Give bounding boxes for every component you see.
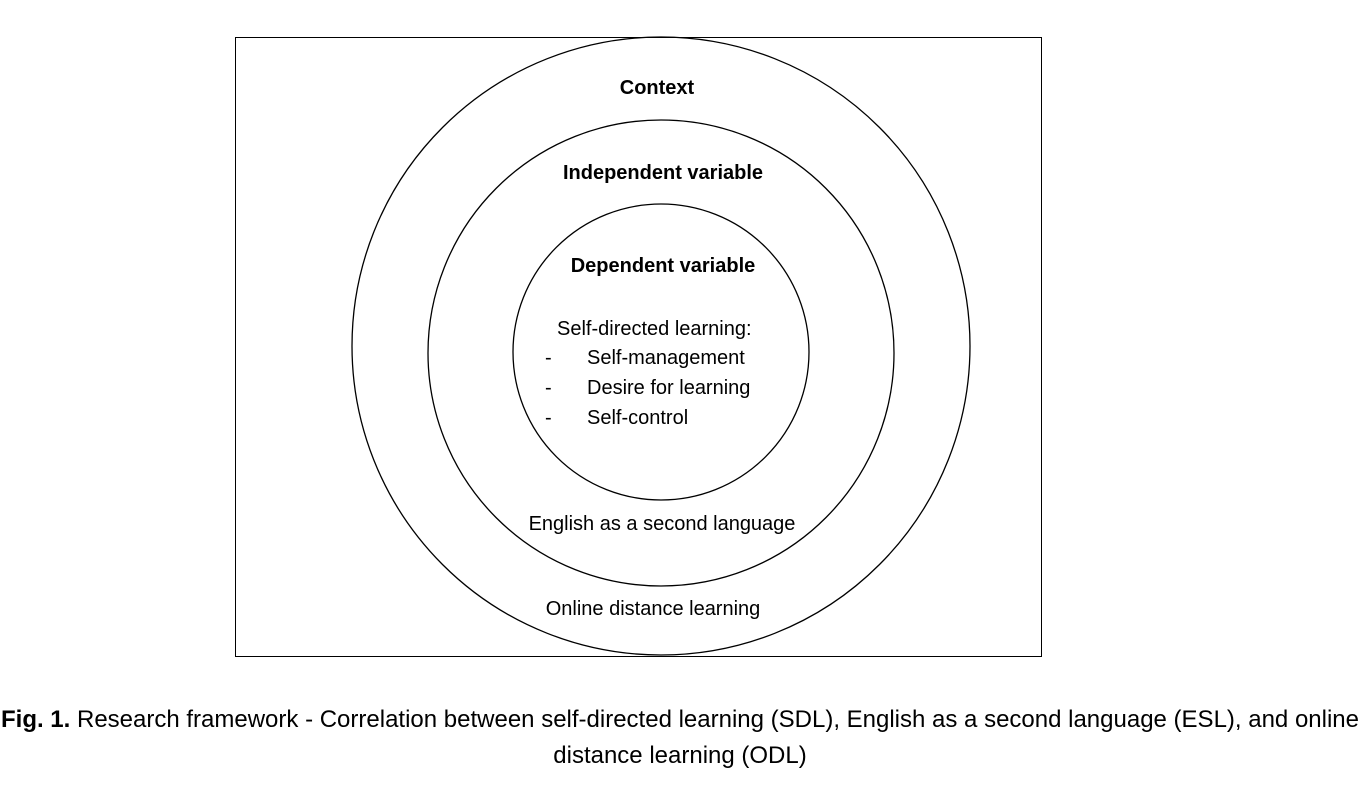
bullet-dash: - <box>545 377 552 399</box>
outer-circle <box>351 36 971 656</box>
caption-label: Fig. 1. <box>0 706 71 733</box>
list-item-text: Desire for learning <box>587 377 751 399</box>
list-item: - Self-management <box>545 343 750 373</box>
figure-caption: Fig. 1. Research framework - Correlation… <box>0 702 1360 774</box>
bullet-dash: - <box>545 407 552 429</box>
dependent-variable-heading: Dependent variable <box>570 255 756 277</box>
middle-circle <box>427 119 895 587</box>
sdl-list: - Self-management - Desire for learning - S… <box>545 343 750 433</box>
list-item-text: Self-control <box>587 407 689 429</box>
sdl-intro: Self-directed learning: <box>557 318 752 340</box>
odl-label: Online distance learning <box>545 598 761 620</box>
list-item-text: Self-management <box>587 347 745 369</box>
esl-label: English as a second language <box>528 513 796 535</box>
caption-text: Research framework - Correlation between… <box>70 706 1360 769</box>
inner-circle <box>512 203 810 501</box>
bullet-dash: - <box>545 347 552 369</box>
independent-variable-heading: Independent variable <box>562 162 764 184</box>
list-item: - Self-control <box>545 403 750 433</box>
context-heading: Context <box>619 77 695 99</box>
list-item: - Desire for learning <box>545 373 750 403</box>
